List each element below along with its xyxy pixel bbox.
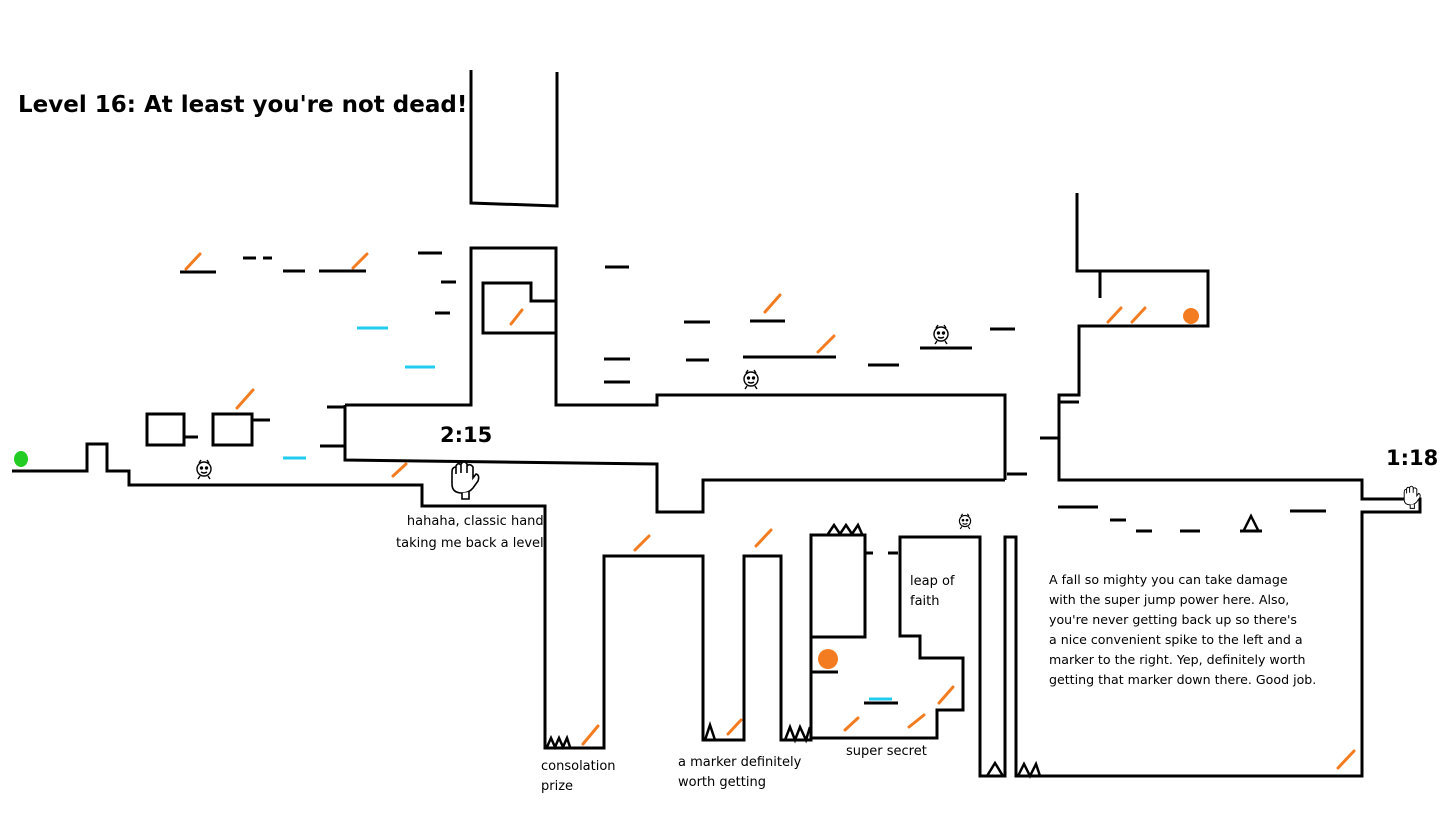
right-upper-wall bbox=[1075, 193, 1102, 298]
spikes bbox=[545, 513, 1260, 779]
marker-stroke bbox=[581, 724, 600, 746]
marker-stroke bbox=[754, 528, 773, 548]
central-floor bbox=[343, 405, 1005, 514]
marker-stroke bbox=[391, 462, 408, 478]
orbs bbox=[14, 308, 1199, 669]
spike-icon bbox=[1016, 760, 1042, 779]
right-timer: 1:18 bbox=[1386, 446, 1439, 470]
upper-notch bbox=[481, 281, 556, 335]
right-upper-box bbox=[811, 269, 1422, 778]
note-marker: a marker definitely worth getting bbox=[678, 755, 802, 790]
marker-stroke bbox=[184, 252, 202, 271]
marker-stroke bbox=[509, 308, 524, 326]
ledges bbox=[180, 251, 1326, 705]
enemy-face bbox=[196, 459, 212, 480]
marker-stroke bbox=[1336, 749, 1356, 770]
cyan-platforms bbox=[283, 326, 892, 701]
note-hand: hahaha, classic hand taking me back a le… bbox=[396, 514, 544, 551]
marker-stroke bbox=[907, 713, 926, 729]
spike-icon bbox=[783, 723, 812, 744]
main-timer: 2:15 bbox=[440, 423, 493, 447]
top-shaft bbox=[469, 70, 559, 208]
spike-icon bbox=[1242, 513, 1260, 531]
central-chamber bbox=[345, 246, 1007, 480]
note-consolation: consolation prize bbox=[541, 759, 616, 794]
left-ground bbox=[12, 442, 867, 750]
marker-stroke bbox=[937, 685, 955, 705]
spike-icon bbox=[545, 734, 572, 751]
left-box-2 bbox=[211, 412, 254, 447]
spike-icon bbox=[985, 760, 1005, 777]
marker-stroke bbox=[351, 252, 369, 270]
note-fall: A fall so mighty you can take damage wit… bbox=[1049, 572, 1317, 687]
level-title: Level 16: At least you're not dead! bbox=[18, 92, 468, 118]
enemy-face bbox=[933, 324, 949, 345]
hands bbox=[451, 461, 1421, 509]
marker-stroke bbox=[235, 388, 255, 410]
start-dot bbox=[14, 451, 28, 467]
marker-stroke bbox=[816, 334, 836, 354]
hand-icon bbox=[451, 461, 480, 500]
note-secret: super secret bbox=[846, 744, 927, 759]
orb bbox=[818, 649, 838, 669]
spike-icon bbox=[826, 522, 864, 537]
note-leap: leap of faith bbox=[910, 574, 955, 609]
markers bbox=[184, 252, 1356, 770]
marker-stroke bbox=[633, 534, 651, 552]
enemies bbox=[196, 324, 972, 530]
hand-icon bbox=[1403, 485, 1421, 509]
walls bbox=[12, 70, 1422, 778]
marker-stroke bbox=[843, 716, 860, 732]
marker-stroke bbox=[1130, 306, 1147, 324]
marker-stroke bbox=[726, 718, 743, 736]
left-box-1 bbox=[145, 412, 186, 447]
enemy-face bbox=[958, 513, 972, 530]
spike-icon bbox=[703, 721, 717, 741]
enemy-face bbox=[743, 369, 759, 390]
marker-stroke bbox=[763, 293, 782, 314]
orb bbox=[1183, 308, 1199, 324]
marker-stroke bbox=[1106, 306, 1123, 324]
